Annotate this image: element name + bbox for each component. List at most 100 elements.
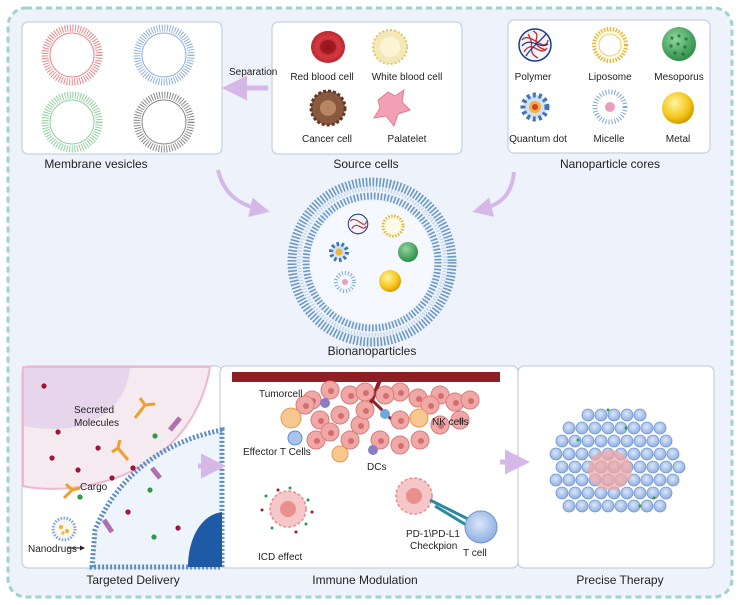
liposome-label: Liposome (588, 72, 632, 83)
therapy-cell (575, 447, 589, 461)
therapy-cell (594, 408, 608, 422)
therapy-cell (627, 421, 641, 435)
therapy-cell (640, 499, 654, 513)
therapy-cell (666, 473, 680, 487)
therapy-cell (627, 499, 641, 513)
therapy-cell (627, 447, 641, 461)
vesicle-icon (41, 24, 103, 86)
therapy-cell (601, 499, 615, 513)
therapy-cell (653, 499, 667, 513)
therapy-cell (640, 421, 654, 435)
therapy-cell (575, 421, 589, 435)
therapy-cell (633, 434, 647, 448)
therapy-cell (562, 447, 576, 461)
platelet-label: Palatelet (387, 134, 427, 145)
micelle-icon (592, 89, 628, 125)
immune-modulation-title: Immune Modulation (312, 573, 418, 587)
therapy-cell (555, 434, 569, 448)
therapy-cell (549, 473, 563, 487)
therapy-cell (562, 421, 576, 435)
cancer-cell-label: Cancer cell (301, 134, 353, 145)
metal-label: Metal (665, 134, 691, 145)
therapy-cell (620, 486, 634, 500)
therapy-cell (653, 473, 667, 487)
therapy-cell (555, 460, 569, 474)
metal-nanoparticle-icon (662, 92, 694, 124)
immune-modulation-illustration (232, 372, 500, 544)
precise-therapy-title: Precise Therapy (576, 573, 664, 587)
micelle-label: Micelle (593, 134, 625, 145)
checkpoint-label-line1: PD-1\PD-L1 (406, 529, 460, 540)
secreted-molecules-label: Secreted Molecules (74, 405, 120, 429)
white-blood-cell-icon (372, 29, 408, 65)
therapy-cell (549, 447, 563, 461)
right-curved-arrow (472, 171, 516, 217)
therapy-cell (659, 486, 673, 500)
therapy-cell (620, 434, 634, 448)
bionanoparticle-icon (287, 177, 457, 347)
therapy-cell (581, 408, 595, 422)
therapy-cell (659, 434, 673, 448)
checkpoint-label-line2: Checkpion (410, 541, 458, 552)
effector-t-cells-label: Effector T Cells (243, 447, 311, 458)
vesicle-icon (133, 91, 195, 153)
therapy-cell (562, 499, 576, 513)
membrane-vesicles-group (41, 24, 195, 153)
therapy-cell (601, 421, 615, 435)
therapy-cell (568, 460, 582, 474)
therapy-cell (646, 460, 660, 474)
bionanoparticles-label: Bionanoparticles (327, 344, 417, 358)
therapy-cell (653, 447, 667, 461)
nk-cells-label: NK cells (432, 417, 469, 428)
cargo-label: Cargo (80, 482, 108, 493)
therapy-cell (568, 434, 582, 448)
tumor-cluster (295, 380, 480, 455)
therapy-cell (653, 421, 667, 435)
therapy-cell (594, 434, 608, 448)
mesoporous-label: Mesoporus (654, 72, 704, 83)
nanodrugs-label: Nanodrugs (28, 544, 77, 555)
polymer-label: Polymer (514, 72, 552, 83)
vesicle-icon (133, 24, 195, 86)
nanoparticle-cores-panel (507, 19, 711, 154)
vesicle-icon (41, 91, 103, 153)
targeted-delivery-illustration (22, 366, 225, 570)
liposome-icon (592, 27, 628, 63)
targeted-delivery-title: Targeted Delivery (86, 573, 180, 587)
cancer-cell-icon (309, 89, 347, 127)
therapy-cell (646, 434, 660, 448)
dcs-label: DCs (367, 462, 387, 473)
therapy-cell (666, 447, 680, 461)
left-curved-arrow (216, 169, 270, 218)
therapy-cell (575, 499, 589, 513)
therapy-cell (633, 486, 647, 500)
red-blood-cell-label: Red blood cell (290, 72, 354, 83)
therapy-cell (614, 499, 628, 513)
tumorcell-label: Tumorcell (259, 389, 303, 400)
therapy-cell (562, 473, 576, 487)
therapy-cell (588, 499, 602, 513)
platelet-icon (373, 88, 411, 128)
quantum-dot-icon (520, 92, 550, 122)
therapy-cell (581, 434, 595, 448)
precise-therapy-illustration (549, 408, 686, 513)
polymer-icon (518, 28, 552, 62)
therapy-cell (633, 460, 647, 474)
therapy-cell (555, 486, 569, 500)
separation-label: Separation (229, 67, 278, 78)
therapy-cell (568, 486, 582, 500)
therapy-cell (607, 434, 621, 448)
therapy-cell (640, 447, 654, 461)
therapy-cell (581, 486, 595, 500)
white-blood-cell-label: White blood cell (371, 72, 443, 83)
therapy-cell (620, 408, 634, 422)
icd-effect-label: ICD effect (258, 552, 303, 563)
source-cells-panel (271, 21, 463, 155)
quantum-dot-label: Quantum dot (509, 134, 567, 145)
source-cells-title: Source cells (333, 157, 399, 171)
membrane-vesicles-label: Membrane vesicles (44, 157, 148, 171)
nanoparticle-cores-title: Nanoparticle cores (559, 157, 661, 171)
therapy-cell (672, 460, 686, 474)
